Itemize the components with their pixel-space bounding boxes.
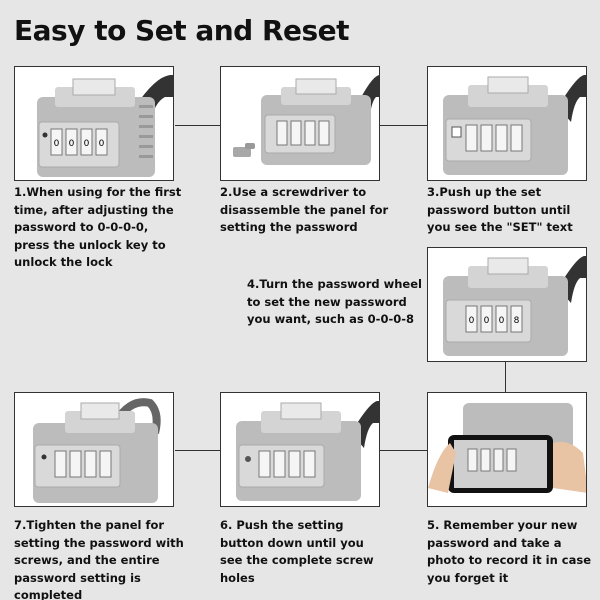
step-7-text: 7.Tighten the panel for setting the pass… bbox=[14, 518, 184, 600]
connector-1-2 bbox=[175, 125, 220, 126]
step-2-image bbox=[220, 66, 380, 181]
connector-4-5 bbox=[505, 362, 506, 392]
step-1-text: 1.When using for the first time, after a… bbox=[14, 185, 182, 269]
padlock-screw-holes-icon bbox=[236, 401, 379, 501]
svg-text:0: 0 bbox=[499, 316, 505, 326]
step-6-text: 6. Push the setting button down until yo… bbox=[220, 518, 374, 585]
padlock-icon: 0 0 0 0 bbox=[37, 75, 173, 177]
step-4-text: 4.Turn the password wheel to set the new… bbox=[247, 277, 422, 326]
step-3-text: 3.Push up the set password button until … bbox=[427, 185, 573, 234]
step-6-image bbox=[220, 392, 380, 507]
padlock-complete-icon bbox=[33, 398, 161, 503]
phone-photo-icon bbox=[428, 403, 586, 493]
step-2-text: 2.Use a screwdriver to disassemble the p… bbox=[220, 185, 389, 234]
svg-text:0: 0 bbox=[99, 139, 105, 149]
svg-text:0: 0 bbox=[69, 139, 75, 149]
connector-5-6 bbox=[380, 450, 428, 451]
connector-2-3 bbox=[380, 125, 428, 126]
svg-text:0: 0 bbox=[54, 139, 60, 149]
step-4-image: 0 0 0 8 bbox=[427, 247, 587, 362]
padlock-disassembled-icon bbox=[233, 75, 379, 165]
step-7-image bbox=[14, 392, 174, 507]
padlock-dial-icon: 0 0 0 8 bbox=[443, 256, 586, 356]
svg-text:0: 0 bbox=[84, 139, 90, 149]
svg-text:0: 0 bbox=[469, 316, 475, 326]
connector-6-7 bbox=[175, 450, 220, 451]
step-5-image bbox=[427, 392, 587, 507]
svg-text:0: 0 bbox=[484, 316, 490, 326]
page-title: Easy to Set and Reset bbox=[14, 14, 350, 47]
svg-text:8: 8 bbox=[514, 316, 520, 326]
step-1-image: 0 0 0 0 bbox=[14, 66, 174, 181]
padlock-set-icon bbox=[443, 75, 586, 175]
step-5-text: 5. Remember your new password and take a… bbox=[427, 518, 592, 585]
step-3-image bbox=[427, 66, 587, 181]
